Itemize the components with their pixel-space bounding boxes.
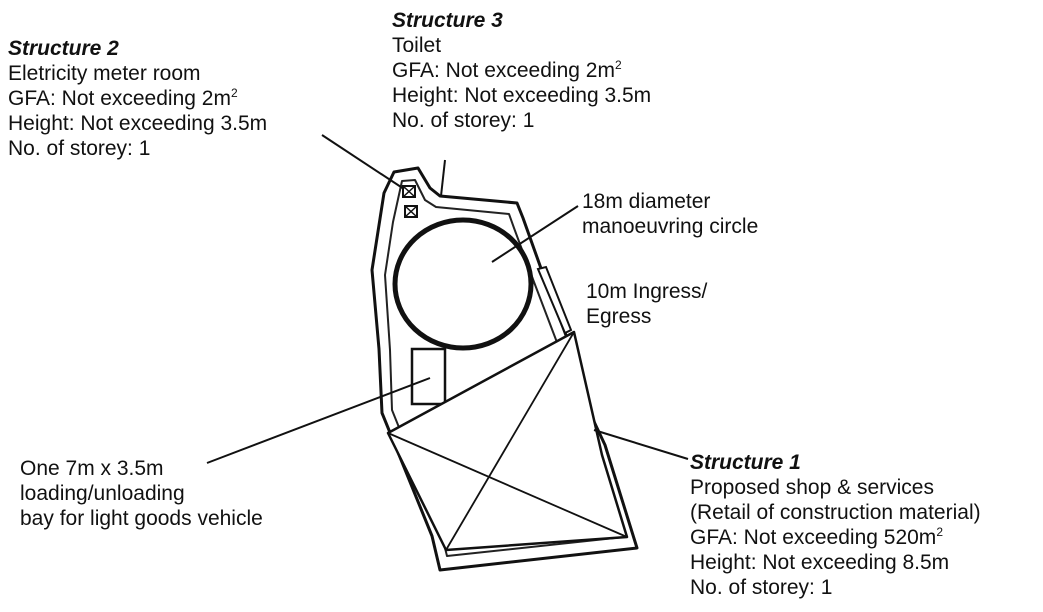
ingress-label-line1: 10m Ingress/	[586, 280, 708, 303]
structure-1-height: Height: Not exceeding 8.5m	[690, 551, 950, 574]
ingress-egress-strip	[536, 265, 573, 335]
loading-bay-label: One 7m x 3.5m loading/unloading bay for …	[20, 456, 263, 531]
leader-structure-1	[593, 429, 689, 460]
circle-label-line2: manoeuvring circle	[582, 215, 759, 238]
loading-bay	[410, 347, 447, 406]
structure-2-use: Eletricity meter room	[8, 62, 201, 85]
structure-3-box	[404, 205, 418, 218]
loading-bay-line3: bay for light goods vehicle	[20, 507, 263, 530]
structure-3-height: Height: Not exceeding 3.5m	[392, 84, 652, 107]
structure-1-storey: No. of storey: 1	[690, 576, 833, 599]
structure-1-title: Structure 1	[690, 451, 801, 474]
structure-3-title: Structure 3	[392, 9, 503, 32]
ingress-label: 10m Ingress/ Egress	[586, 279, 707, 329]
leader-structure-3	[440, 159, 446, 197]
structure-3-gfa: GFA: Not exceeding 2m2	[392, 58, 622, 82]
structure-3-label: Structure 3 Toilet GFA: Not exceeding 2m…	[392, 8, 651, 133]
leader-structure-2	[321, 134, 405, 190]
structure-1-gfa: GFA: Not exceeding 520m2	[690, 525, 943, 549]
manoeuvring-circle	[392, 217, 534, 351]
leader-loading-bay	[206, 377, 431, 464]
structure-2-gfa: GFA: Not exceeding 2m2	[8, 86, 238, 110]
structure-2-height: Height: Not exceeding 3.5m	[8, 112, 268, 135]
structure-1-use-detail: (Retail of construction material)	[690, 501, 981, 524]
structure-1-building	[386, 330, 629, 552]
leader-circle	[491, 205, 579, 263]
ingress-label-line2: Egress	[586, 305, 652, 328]
structure-1-use: Proposed shop & services	[690, 476, 934, 499]
structure-2-box	[402, 185, 416, 198]
structure-3-use: Toilet	[392, 34, 442, 57]
circle-label-line1: 18m diameter	[582, 190, 711, 213]
structure-2-storey: No. of storey: 1	[8, 137, 151, 160]
loading-bay-line2: loading/unloading	[20, 482, 185, 505]
structure-1-label: Structure 1 Proposed shop & services (Re…	[690, 450, 981, 600]
structure-2-title: Structure 2	[8, 37, 119, 60]
circle-label: 18m diameter manoeuvring circle	[582, 189, 758, 239]
loading-bay-line1: One 7m x 3.5m	[20, 457, 164, 480]
structure-3-storey: No. of storey: 1	[392, 109, 535, 132]
structure-2-label: Structure 2 Eletricity meter room GFA: N…	[8, 36, 267, 161]
